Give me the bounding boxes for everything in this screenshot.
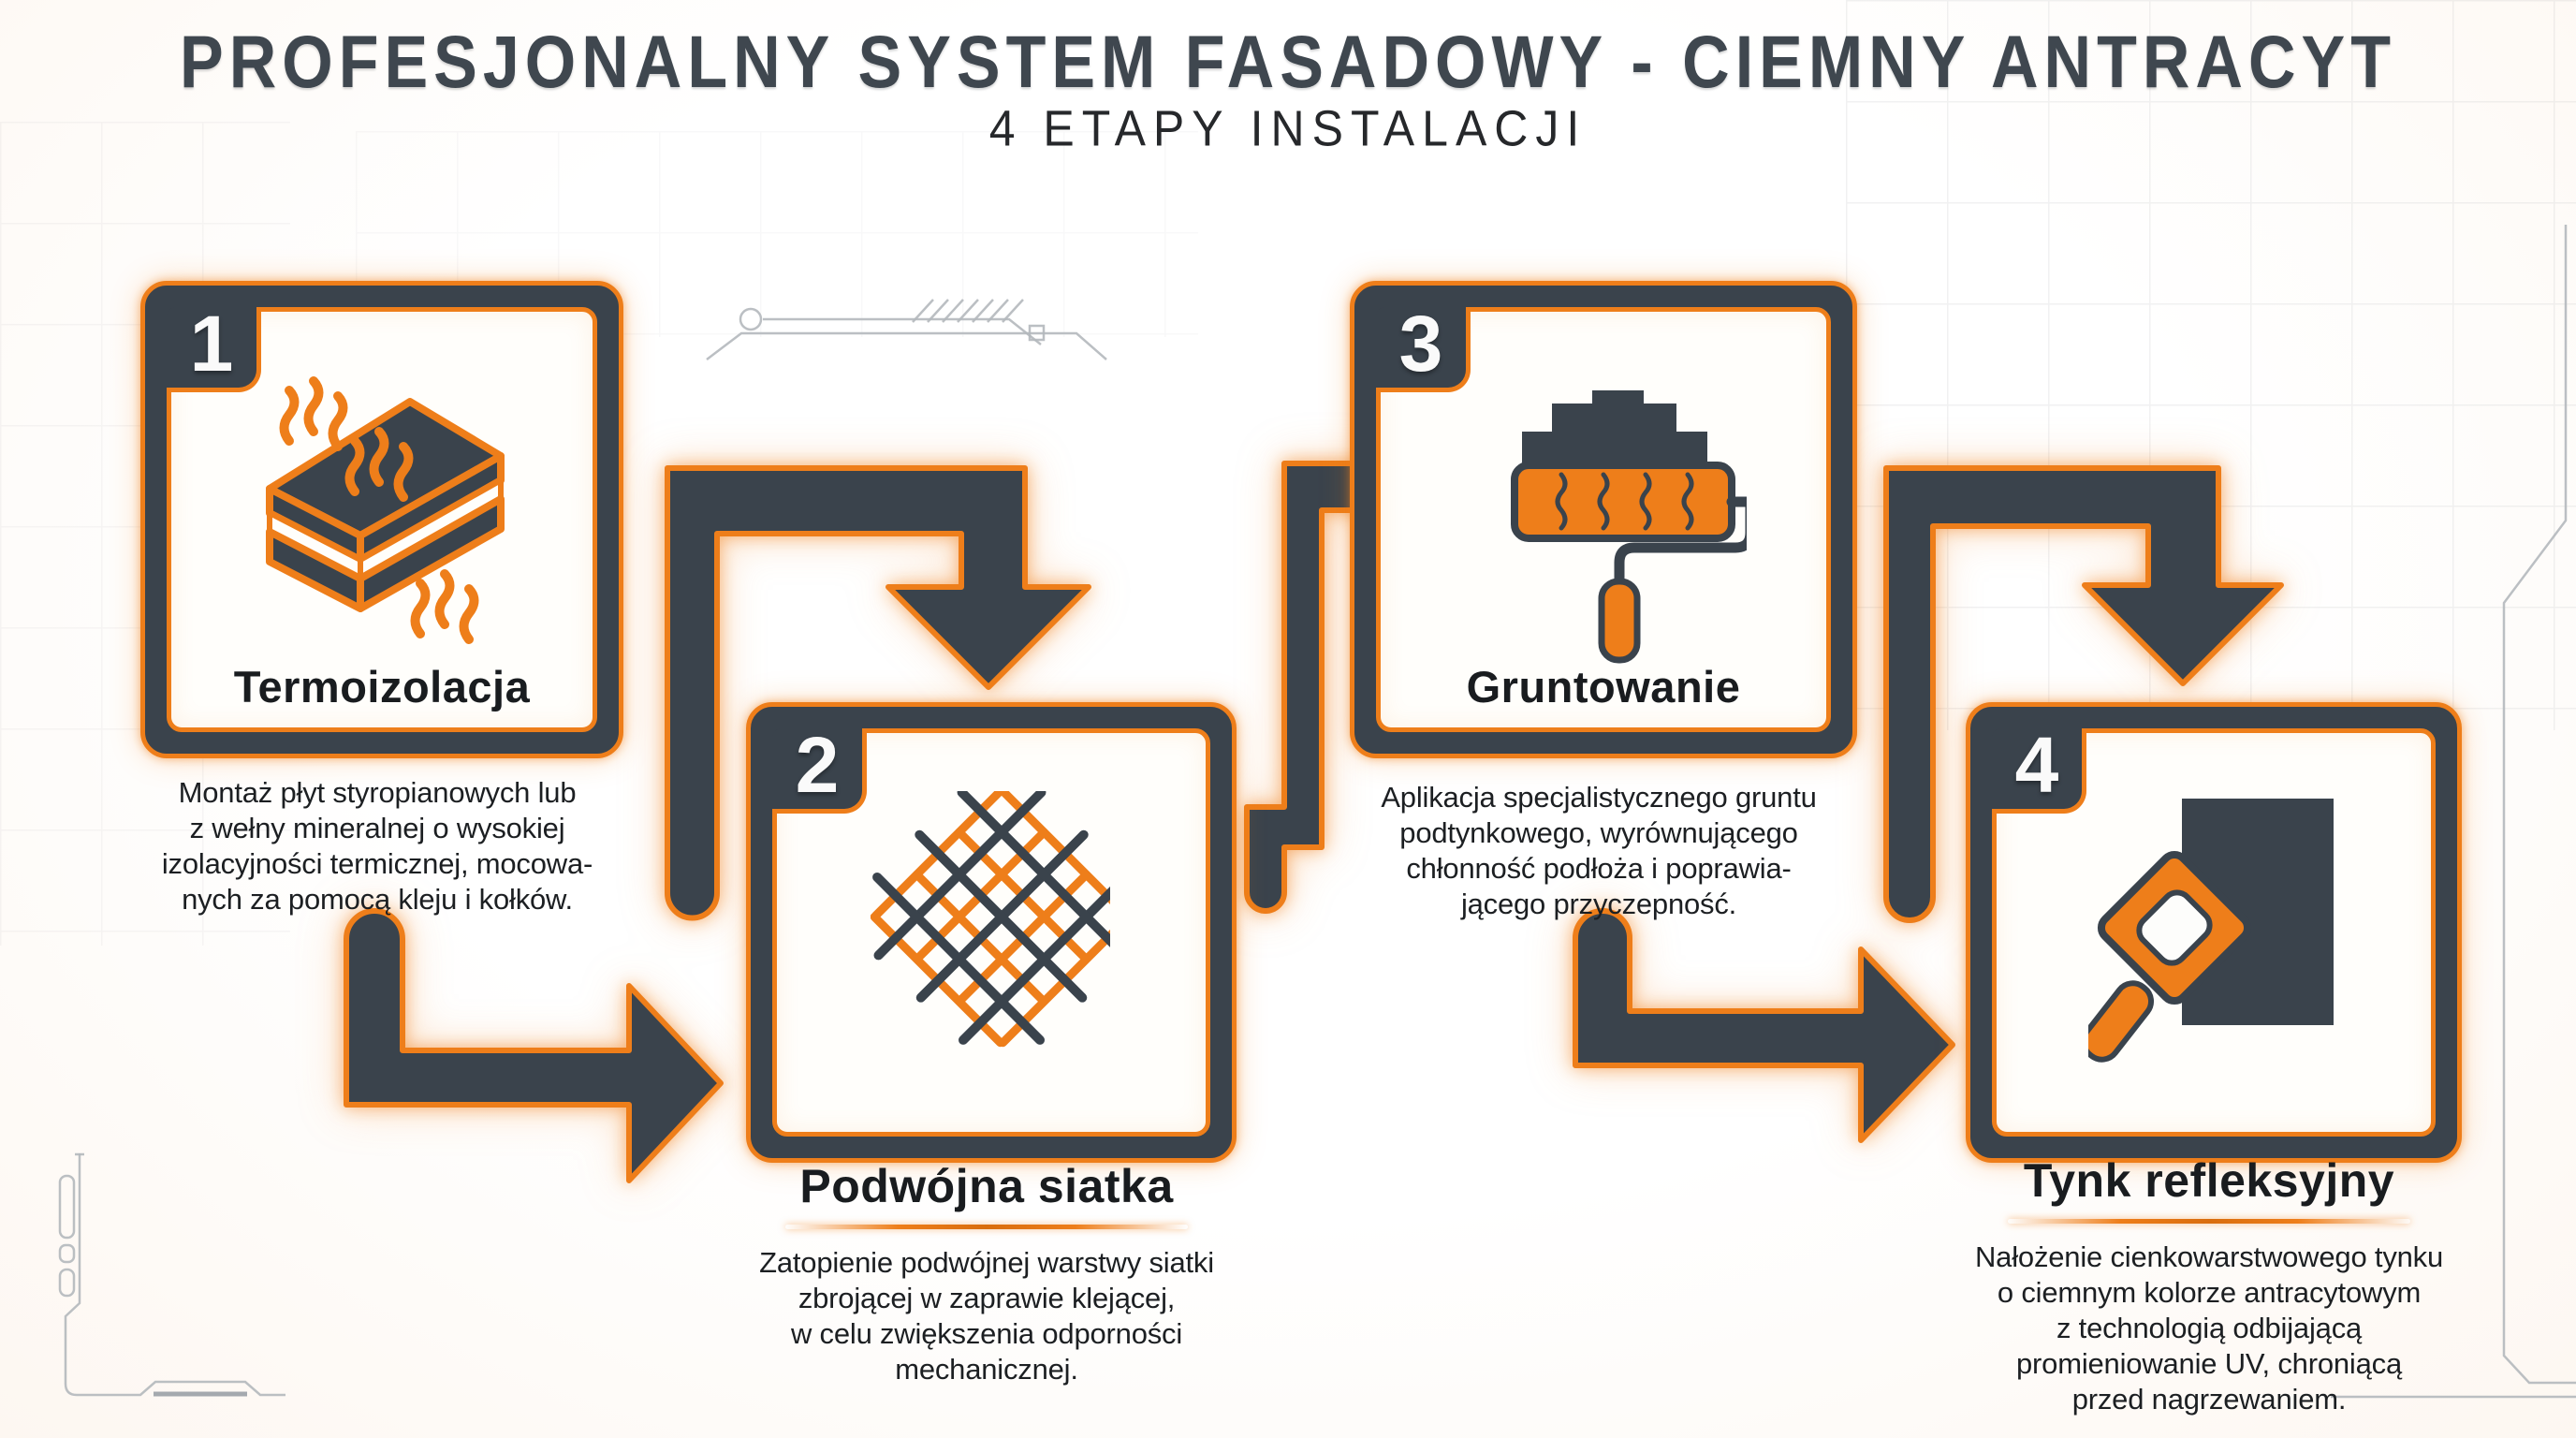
arrow-step1-to-step2-top: [665, 465, 1091, 921]
circuit-decoration-bottom-left: [58, 1152, 285, 1397]
step-3-description: Aplikacja specjalistycznego gruntu podty…: [1381, 781, 1817, 920]
step-number: 1: [189, 300, 234, 388]
step-4-title: Tynk refleksyjny: [2023, 1154, 2395, 1207]
arrow-step3-to-step4-bottom: [1573, 908, 1955, 1143]
step-card-3: 3 Gruntowanie: [1350, 281, 1857, 758]
step-4-description: Nałożenie cienkowarstwowego tynku o ciem…: [1975, 1240, 2443, 1416]
step-number: 2: [795, 721, 840, 809]
step-2-title: Podwójna siatka: [799, 1160, 1174, 1212]
double-mesh-icon: [871, 791, 1110, 1048]
step-number: 3: [1398, 300, 1443, 388]
step-card-2: 2: [746, 702, 1237, 1163]
paint-roller-icon: [1511, 390, 1747, 664]
arrow-step1-to-step2-bottom: [344, 908, 724, 1183]
step-1-title: Termoizolacja: [233, 662, 531, 712]
step-4-number-badge: 4: [1992, 721, 2086, 814]
step-1-number-badge: 1: [167, 300, 261, 392]
step-card-1: 1 Termoizolacja: [140, 281, 623, 758]
step-2-description: Zatopienie podwójnej warstwy siatki zbro…: [759, 1246, 1214, 1386]
step-2-divider: [785, 1225, 1188, 1229]
trowel-icon: [2088, 799, 2334, 1063]
step-2-number-badge: 2: [772, 721, 867, 814]
circuit-decoration-top-center: [706, 299, 1107, 360]
step-card-4: 4: [1966, 702, 2462, 1163]
connector-step2-to-step3: [1244, 461, 1377, 914]
circuit-decoration-right-edge: [2331, 225, 2576, 1399]
arrow-step3-to-step4-top: [1883, 465, 2284, 923]
page-title: PROFESJONALNY SYSTEM FASADOWY - CIEMNY A…: [180, 21, 2396, 103]
insulation-board-icon: [266, 374, 505, 654]
step-3-title: Gruntowanie: [1466, 662, 1741, 712]
step-number: 4: [2014, 721, 2059, 809]
step-3-number-badge: 3: [1376, 300, 1471, 392]
page-subtitle: 4 ETAPY INSTALACJI: [988, 99, 1588, 157]
step-4-divider: [2008, 1219, 2410, 1224]
step-1-description: Montaż płyt styropianowych lub z wełny m…: [161, 776, 593, 916]
